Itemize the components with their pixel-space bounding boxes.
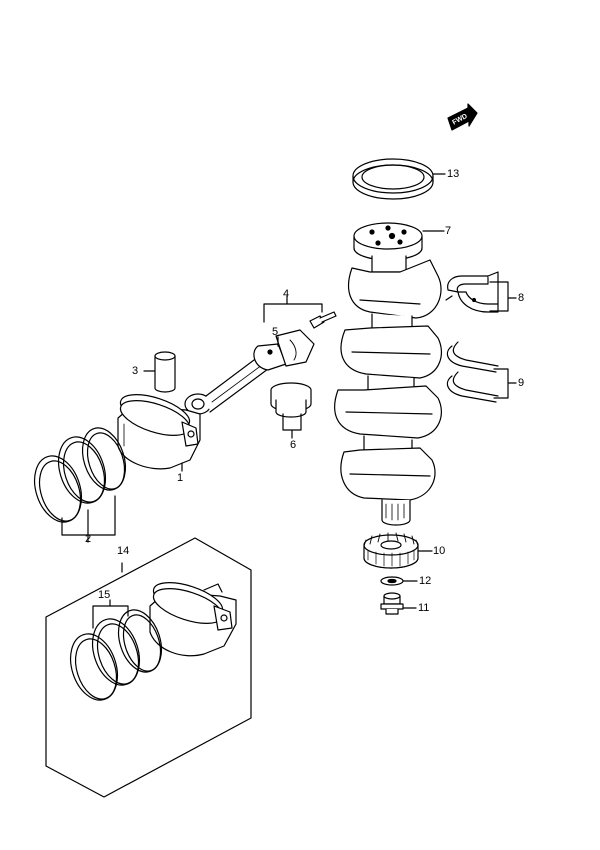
- gear-bolt-drawing: [380, 592, 404, 615]
- piston-drawing: [117, 394, 201, 470]
- callout-15[interactable]: 15: [98, 589, 111, 601]
- callout-14[interactable]: 14: [117, 545, 130, 557]
- callout-5[interactable]: 5: [272, 326, 279, 338]
- callout-1[interactable]: 1: [177, 472, 184, 484]
- crank-gear-drawing: [363, 532, 419, 569]
- callout-3[interactable]: 3: [132, 365, 139, 377]
- crankshaft-drawing: [334, 222, 442, 526]
- oil-seal-drawing: [352, 158, 434, 200]
- piston-ring-set-drawing: [33, 427, 127, 523]
- callout-7[interactable]: 7: [445, 225, 452, 237]
- oversize-kit-box: [45, 537, 252, 798]
- main-bearing-drawing: [445, 271, 499, 313]
- callout-8[interactable]: 8: [518, 292, 525, 304]
- leader-6: [282, 413, 302, 439]
- thrust-washer-drawing: [446, 341, 499, 403]
- leader-8: [489, 281, 517, 312]
- rod-bolt-drawing: [309, 311, 337, 329]
- leader-2: [61, 495, 116, 543]
- callout-11[interactable]: 11: [418, 602, 430, 614]
- leader-4: [263, 295, 323, 323]
- callout-13[interactable]: 13: [447, 168, 460, 180]
- callout-9[interactable]: 9: [518, 377, 525, 389]
- washer-drawing: [380, 576, 404, 586]
- fwd-arrow-icon: FWD: [447, 103, 478, 131]
- piston-pin-drawing: [154, 351, 176, 393]
- callout-4[interactable]: 4: [283, 288, 290, 300]
- connecting-rod-drawing: [184, 329, 315, 415]
- oversize-ring-set-drawing: [69, 609, 163, 701]
- callout-6[interactable]: 6: [290, 439, 297, 451]
- rod-bearing-drawing: [270, 382, 312, 418]
- leader-15: [92, 599, 129, 629]
- callout-2[interactable]: 2: [85, 533, 92, 545]
- callout-12[interactable]: 12: [419, 575, 432, 587]
- oversize-piston-drawing: [149, 582, 237, 657]
- callout-10[interactable]: 10: [433, 545, 446, 557]
- leader-9: [493, 368, 517, 399]
